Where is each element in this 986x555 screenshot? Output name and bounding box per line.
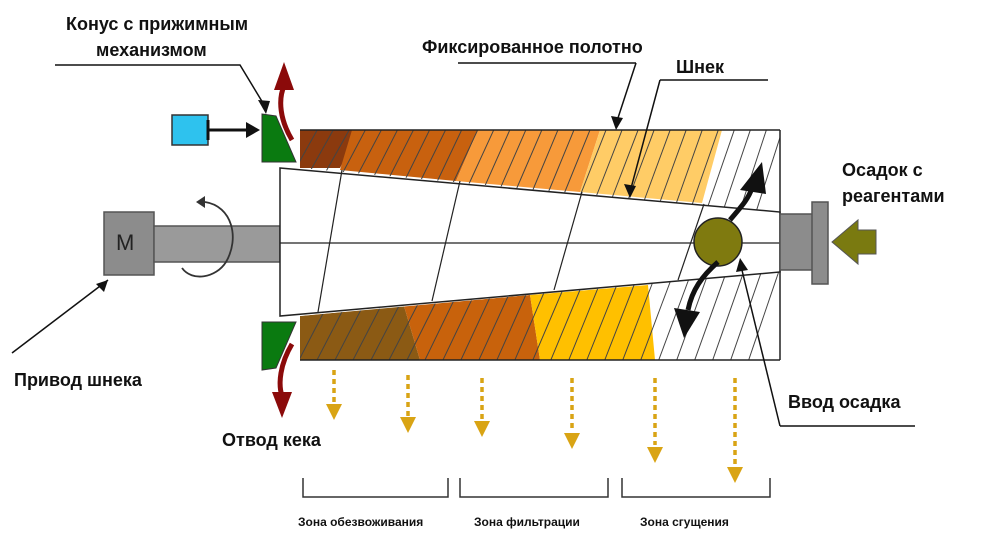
inlet-flange — [811, 201, 829, 285]
inlet-pipe — [779, 213, 815, 271]
pressure-cylinder — [171, 114, 209, 146]
flow-arrow-up-icon — [740, 162, 766, 194]
cake-arrow-down-icon — [272, 392, 292, 418]
cake-discharge-label: Отвод кека — [222, 430, 321, 450]
pressure-cone-top — [261, 113, 297, 163]
rotation-arrowhead-icon — [196, 196, 205, 208]
cone-label-line1: Конус с прижимным — [66, 14, 249, 34]
pressure-cone-bottom — [261, 321, 297, 371]
rotation-arrow-icon — [181, 201, 234, 278]
sludge-label-line1: Осадок с — [842, 160, 923, 180]
flow-arrow-down-icon — [674, 308, 700, 338]
cone-label-line2: механизмом — [96, 40, 207, 60]
zone-label-dewatering: Зона обезвоживания — [298, 515, 424, 529]
motor-label: M — [116, 230, 135, 255]
sludge-label-line2: реагентами — [842, 186, 945, 206]
zone-brackets — [302, 478, 771, 498]
motor-body — [103, 211, 155, 276]
push-arrow-icon — [246, 122, 260, 138]
inlet-arrow-icon — [831, 218, 877, 266]
drive-shaft — [153, 225, 281, 263]
filtrate-arrows — [332, 370, 737, 465]
screw-drive-label: Привод шнека — [14, 370, 142, 390]
zone-label-thickening: Зона сгущения — [640, 515, 729, 529]
sludge-inlet-ball — [693, 217, 743, 267]
zone-label-filtration: Зона фильтрации — [474, 515, 580, 529]
fixed-belt-label: Фиксированное полотно — [422, 37, 643, 57]
screw-label: Шнек — [676, 57, 724, 77]
sludge-inlet-label: Ввод осадка — [788, 392, 901, 412]
screw-flights — [317, 169, 705, 313]
cake-arrow-up-icon — [274, 62, 294, 90]
